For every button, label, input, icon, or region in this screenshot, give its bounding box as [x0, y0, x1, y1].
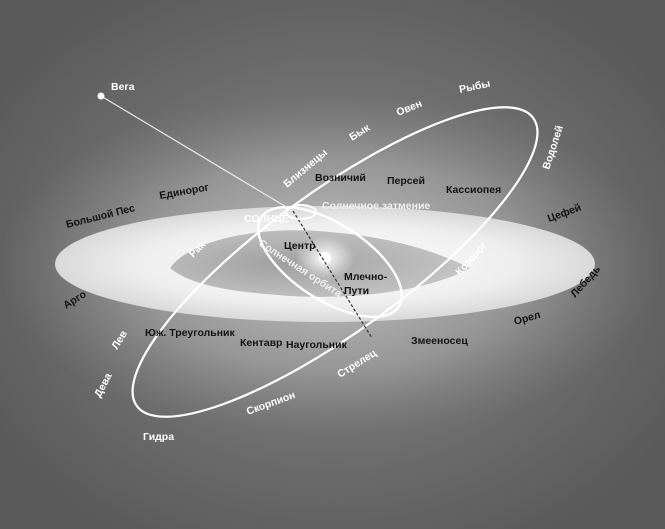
centaurus-label: Кентавр [240, 337, 282, 349]
norma-label: Наугольник [286, 339, 348, 351]
auriga-label: Возничий [315, 172, 366, 184]
cassiopeia-label: Кассиопея [446, 184, 501, 196]
vega-line [100, 95, 294, 212]
galactic-center [319, 252, 331, 264]
perseus-label: Персей [387, 175, 425, 187]
solar-apex-label: Солнечное затмение [322, 200, 430, 212]
sun-marker [285, 204, 317, 220]
hydra-label: Гидра [143, 431, 174, 443]
ophiuchus-label: Змееносец [411, 335, 468, 347]
vega-star [97, 92, 105, 100]
solar-orbit-ring [256, 205, 404, 319]
milky-way-label-line2: Пути [344, 285, 369, 297]
milky-way-label-line1: Млечно- [344, 271, 388, 283]
vega-label: Вега [111, 81, 135, 93]
triangulum-australe-label: Юж. Треугольник [145, 327, 236, 339]
center-label: Центр [284, 240, 316, 252]
sun-label: СОЛНЦЕ [244, 213, 289, 225]
